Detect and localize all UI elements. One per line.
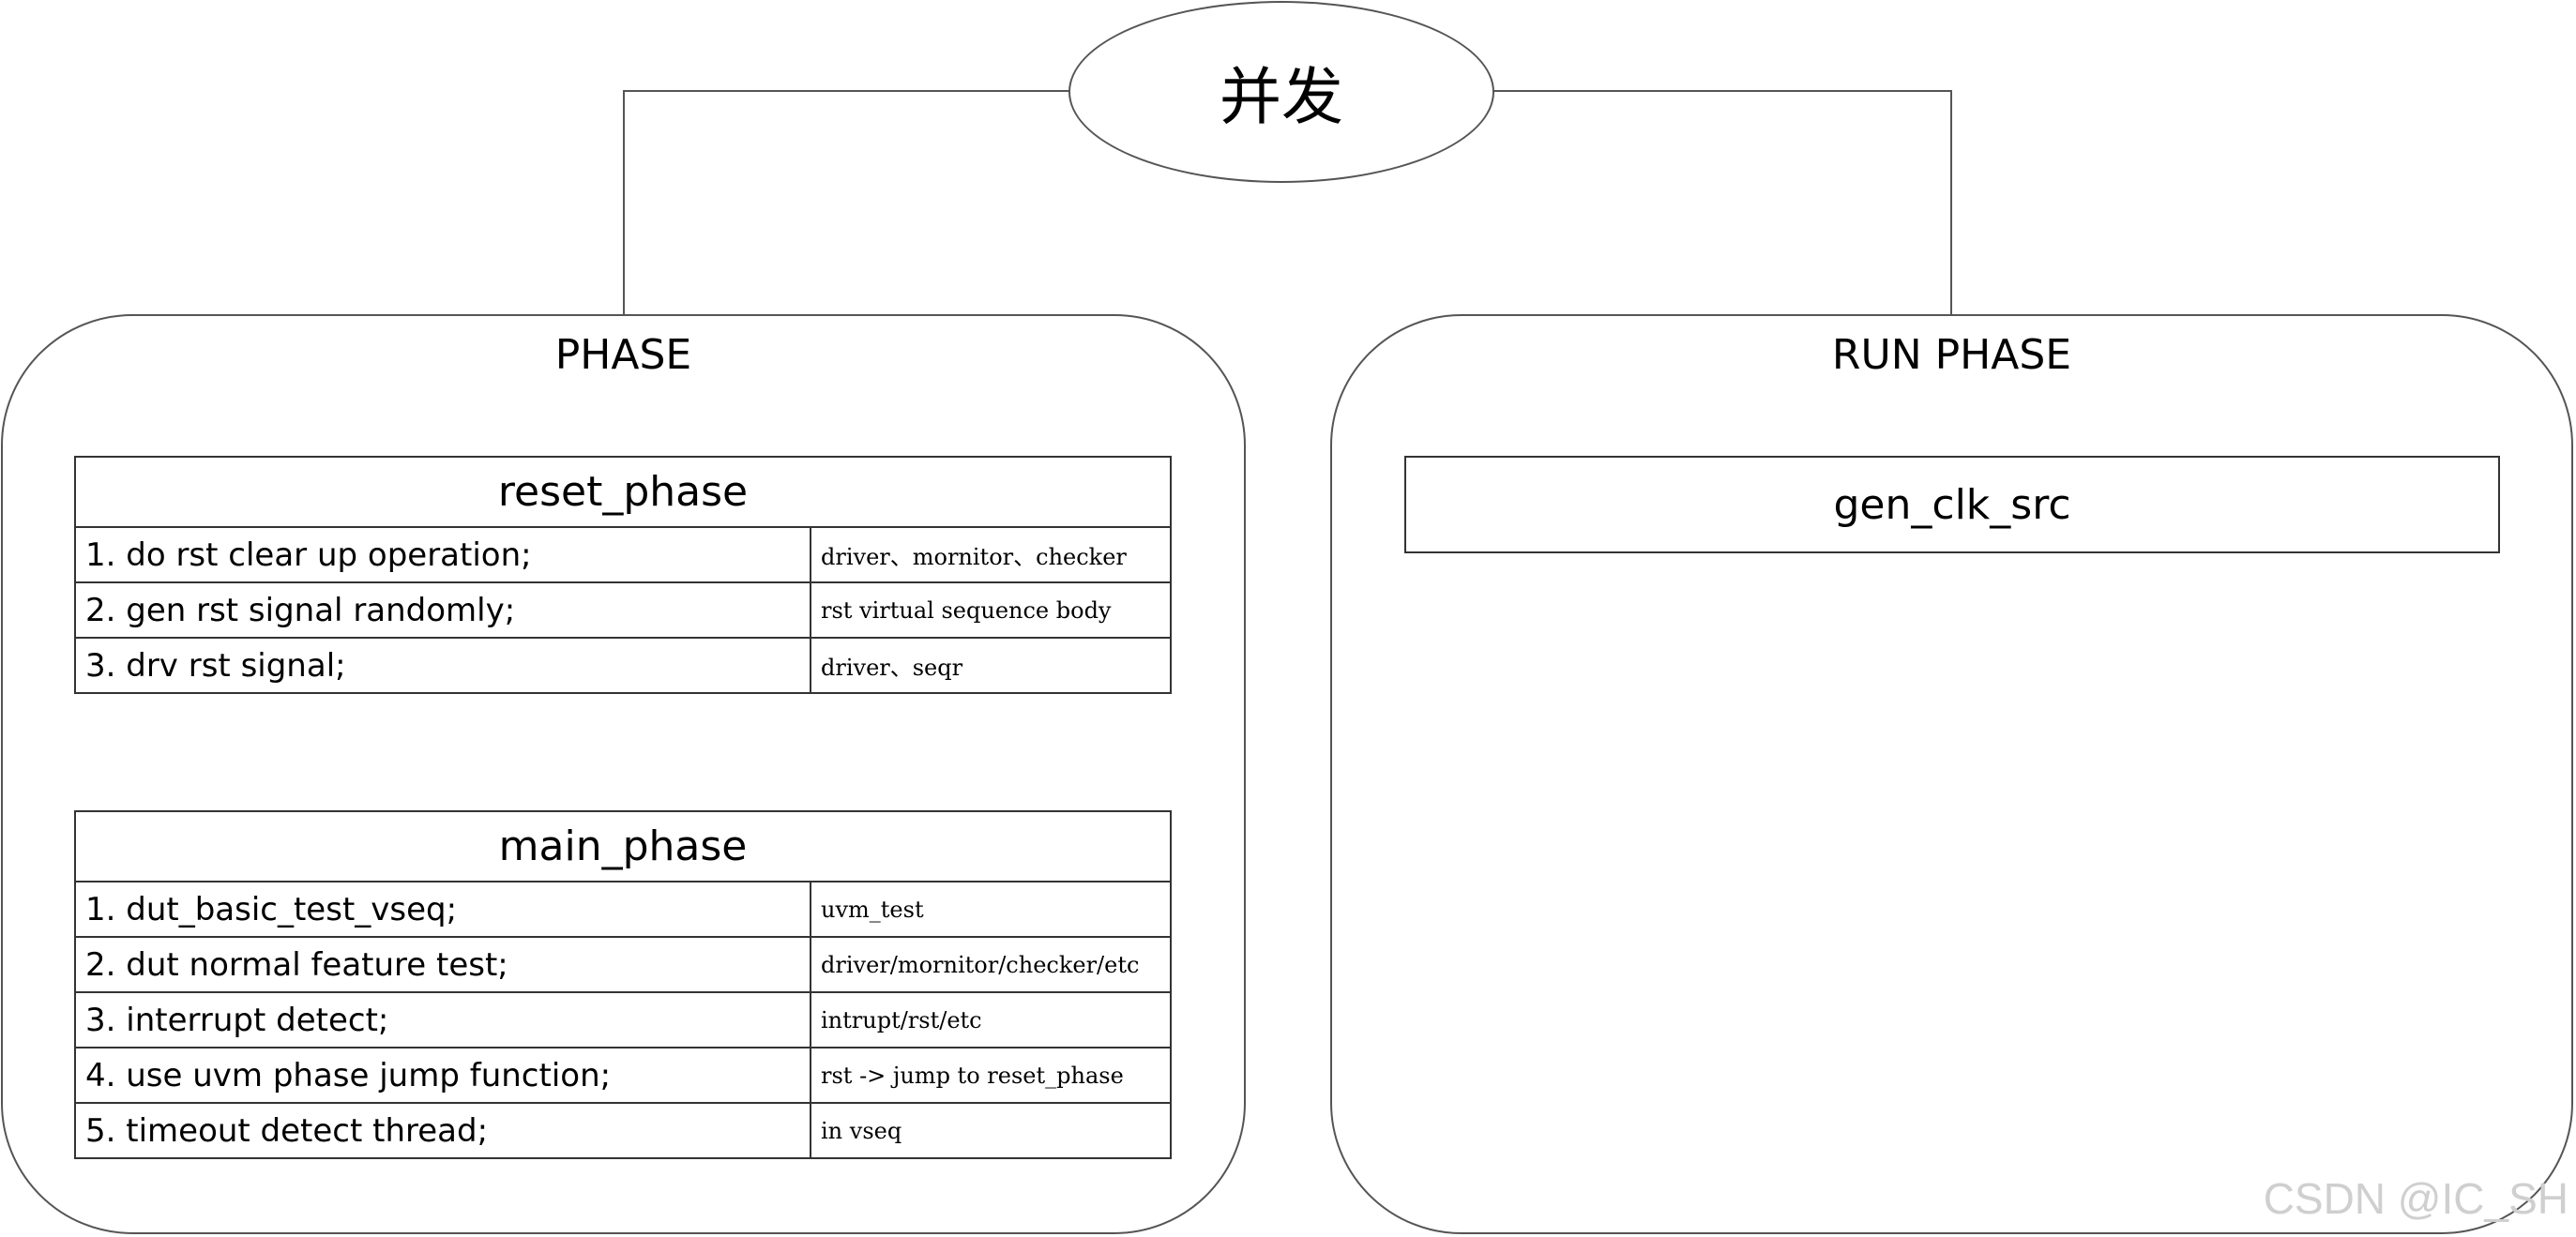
connector-right-vertical <box>1950 90 1952 315</box>
root-label: 并发 <box>1220 61 1343 133</box>
table-row: 4. use uvm phase jump function; rst -> j… <box>74 1047 1172 1104</box>
reset-phase-title: reset_phase <box>74 456 1172 528</box>
main-phase-title: main_phase <box>74 810 1172 882</box>
root-node: 并发 <box>1068 1 1494 183</box>
table-row: 3. interrupt detect; intrupt/rst/etc <box>74 991 1172 1048</box>
step-note: rst -> jump to reset_phase <box>810 1047 1172 1104</box>
watermark: CSDN @IC_SH <box>2263 1174 2568 1223</box>
table-row: 5. timeout detect thread; in vseq <box>74 1102 1172 1159</box>
step-text: 2. gen rst signal randomly; <box>74 581 811 639</box>
step-note: driver、mornitor、checker <box>810 526 1172 583</box>
step-note: intrupt/rst/etc <box>810 991 1172 1048</box>
gen-clk-src-label: gen_clk_src <box>1833 480 2071 529</box>
step-note: driver/mornitor/checker/etc <box>810 936 1172 993</box>
connector-left-vertical <box>623 90 625 315</box>
reset-phase-table: reset_phase 1. do rst clear up operation… <box>74 456 1172 694</box>
connector-root-right-horizontal <box>1493 90 1952 92</box>
step-text: 5. timeout detect thread; <box>74 1102 811 1159</box>
run-phase-panel-title: RUN PHASE <box>1831 331 2072 379</box>
connector-root-left-horizontal <box>623 90 1070 92</box>
table-row: 2. dut normal feature test; driver/morni… <box>74 936 1172 993</box>
step-text: 2. dut normal feature test; <box>74 936 811 993</box>
step-note: rst virtual sequence body <box>810 581 1172 639</box>
run-phase-panel: RUN PHASE <box>1330 314 2573 1234</box>
gen-clk-src-box: gen_clk_src <box>1404 456 2500 553</box>
step-text: 1. do rst clear up operation; <box>74 526 811 583</box>
main-phase-table: main_phase 1. dut_basic_test_vseq; uvm_t… <box>74 810 1172 1159</box>
phase-panel-title: PHASE <box>554 331 692 379</box>
step-note: in vseq <box>810 1102 1172 1159</box>
table-row: 3. drv rst signal; driver、seqr <box>74 637 1172 694</box>
step-note: uvm_test <box>810 881 1172 938</box>
step-text: 1. dut_basic_test_vseq; <box>74 881 811 938</box>
step-text: 3. drv rst signal; <box>74 637 811 694</box>
table-row: 1. do rst clear up operation; driver、mor… <box>74 526 1172 583</box>
step-note: driver、seqr <box>810 637 1172 694</box>
table-row: 1. dut_basic_test_vseq; uvm_test <box>74 881 1172 938</box>
step-text: 3. interrupt detect; <box>74 991 811 1048</box>
step-text: 4. use uvm phase jump function; <box>74 1047 811 1104</box>
table-row: 2. gen rst signal randomly; rst virtual … <box>74 581 1172 639</box>
